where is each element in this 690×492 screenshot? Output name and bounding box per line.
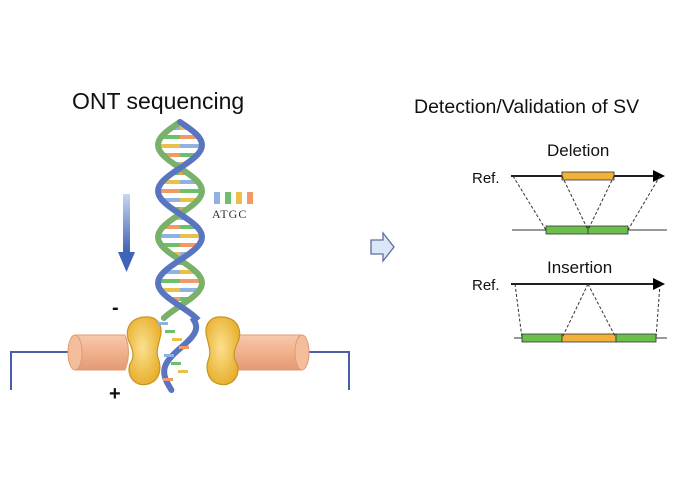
base-rung [180,189,202,193]
deletion-ref-label: Ref. [472,170,500,187]
ont-sequencing-title: ONT sequencing [72,88,245,114]
base-rung [180,279,202,283]
base-rung [161,243,180,247]
insertion-ref-label: Ref. [472,277,500,294]
base-rung [180,198,198,202]
bases-label: ATGC [212,207,248,221]
base-rung [180,234,202,238]
positive-electrode-label: + [109,383,121,405]
base-rung [180,180,198,184]
base-rung [180,153,198,157]
dna-strand-blue [155,119,205,393]
base-rung [160,288,180,292]
base-color-swatch [225,192,231,204]
base-color-legend [214,192,253,204]
base-rung [180,288,200,292]
dna-strand-green [155,119,205,321]
membrane-right [229,334,310,371]
dna-single-strand [158,322,189,381]
single-strand-base [158,322,168,325]
single-strand-base [178,370,188,373]
single-strand-base [164,354,174,357]
single-strand-base [163,378,173,381]
base-color-swatch [214,192,220,204]
single-strand-base [179,346,189,349]
base-rung [158,144,180,148]
base-rung [180,225,198,229]
sv-detection-title: Detection/Validation of SV [414,96,640,118]
base-rung [158,189,180,193]
down-arrow-icon [118,194,135,272]
base-rung [163,270,180,274]
insertion-label: Insertion [547,258,613,277]
base-rung [180,270,197,274]
pore-right [205,316,241,386]
base-rung [180,135,199,139]
base-rung [162,198,180,202]
deletion-schematic [511,170,667,235]
pore-left [126,316,162,386]
base-rung [158,279,180,283]
base-color-swatch [247,192,253,204]
circuit-wires [10,351,350,390]
base-rung [158,234,180,238]
base-rung [180,243,199,247]
membrane-left [67,334,129,371]
deletion-label: Deletion [547,141,610,160]
single-strand-base [165,330,175,333]
single-strand-base [172,338,182,341]
base-rung [161,135,180,139]
base-rung [162,180,180,184]
insertion-schematic [511,278,667,343]
negative-electrode-label: - [112,297,119,319]
single-strand-base [171,362,181,365]
right-arrow-icon [370,231,395,263]
base-rung [180,144,202,148]
base-color-swatch [236,192,242,204]
base-rung [162,153,180,157]
base-rung [162,225,180,229]
